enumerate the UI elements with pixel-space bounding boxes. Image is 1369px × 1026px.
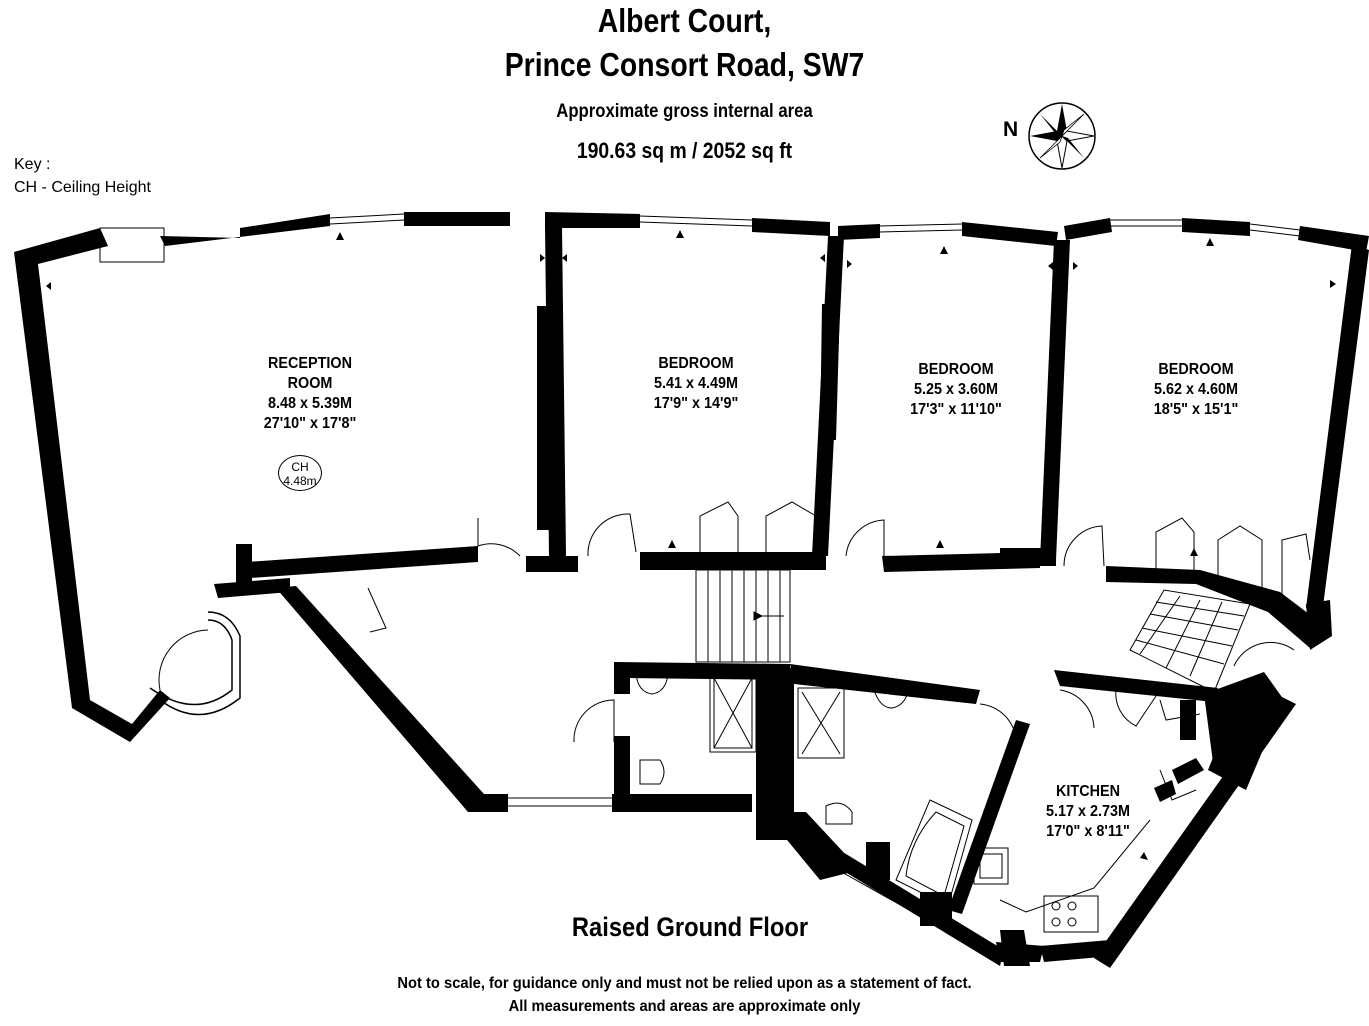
compass-icon [1028, 102, 1096, 170]
key-entry: CH - Ceiling Height [14, 179, 151, 196]
room-imperial-size: 17'9" x 14'9" [653, 395, 739, 412]
floor-label: Raised Ground Floor [571, 912, 809, 942]
room-imperial-size: 17'0" x 8'11" [1046, 823, 1130, 840]
room-label-kitchen: KITCHEN 5.17 x 2.73M 17'0" x 8'11" [1007, 782, 1169, 842]
room-label-bedroom-2: BEDROOM 5.25 x 3.60M 17'3" x 11'10" [875, 360, 1037, 420]
ceiling-height-label: CH [291, 460, 309, 474]
key-title: Key : [14, 156, 51, 173]
room-label-bedroom-3: BEDROOM 5.62 x 4.60M 18'5" x 15'1" [1115, 360, 1277, 420]
room-name: BEDROOM [658, 355, 734, 372]
room-metric-size: 8.48 x 5.39M [267, 395, 353, 412]
room-metric-size: 5.17 x 2.73M [1045, 803, 1131, 820]
room-name-line-2: ROOM [287, 375, 333, 392]
stairs [695, 569, 1251, 693]
room-imperial-size: 27'10" x 17'8" [263, 415, 357, 432]
room-label-reception: RECEPTION ROOM 8.48 x 5.39M 27'10" x 17'… [229, 354, 391, 434]
room-imperial-size: 17'3" x 11'10" [910, 401, 1002, 418]
wardrobe-doors [699, 501, 1311, 594]
disclaimer-line-1: Not to scale, for guidance only and must… [397, 975, 972, 992]
bay-window [149, 611, 241, 716]
room-metric-size: 5.62 x 4.60M [1153, 381, 1239, 398]
dimension-markers [46, 230, 1336, 860]
room-name: KITCHEN [1055, 783, 1120, 800]
door-swings [367, 513, 1295, 801]
title-line-1: Albert Court, [597, 2, 772, 39]
compass-north-label: N [1003, 118, 1019, 141]
title-line-2: Prince Consort Road, SW7 [504, 46, 865, 83]
window-openings [99, 213, 1301, 955]
room-metric-size: 5.41 x 4.49M [653, 375, 739, 392]
room-metric-size: 5.25 x 3.60M [913, 381, 999, 398]
disclaimer-line-2: All measurements and areas are approxima… [508, 998, 861, 1015]
room-name: BEDROOM [918, 361, 994, 378]
room-label-bedroom-1: BEDROOM 5.41 x 4.49M 17'9" x 14'9" [615, 354, 777, 414]
room-imperial-size: 18'5" x 15'1" [1153, 401, 1239, 418]
sanitary-fixtures [635, 673, 1151, 933]
ceiling-height-value: 4.48m [283, 474, 317, 488]
gross-area: 190.63 sq m / 2052 sq ft [576, 138, 793, 163]
area-subtitle: Approximate gross internal area [556, 101, 813, 122]
room-name: RECEPTION [267, 355, 353, 372]
ceiling-height-marker: CH 4.48m [278, 455, 322, 491]
room-name: BEDROOM [1158, 361, 1234, 378]
